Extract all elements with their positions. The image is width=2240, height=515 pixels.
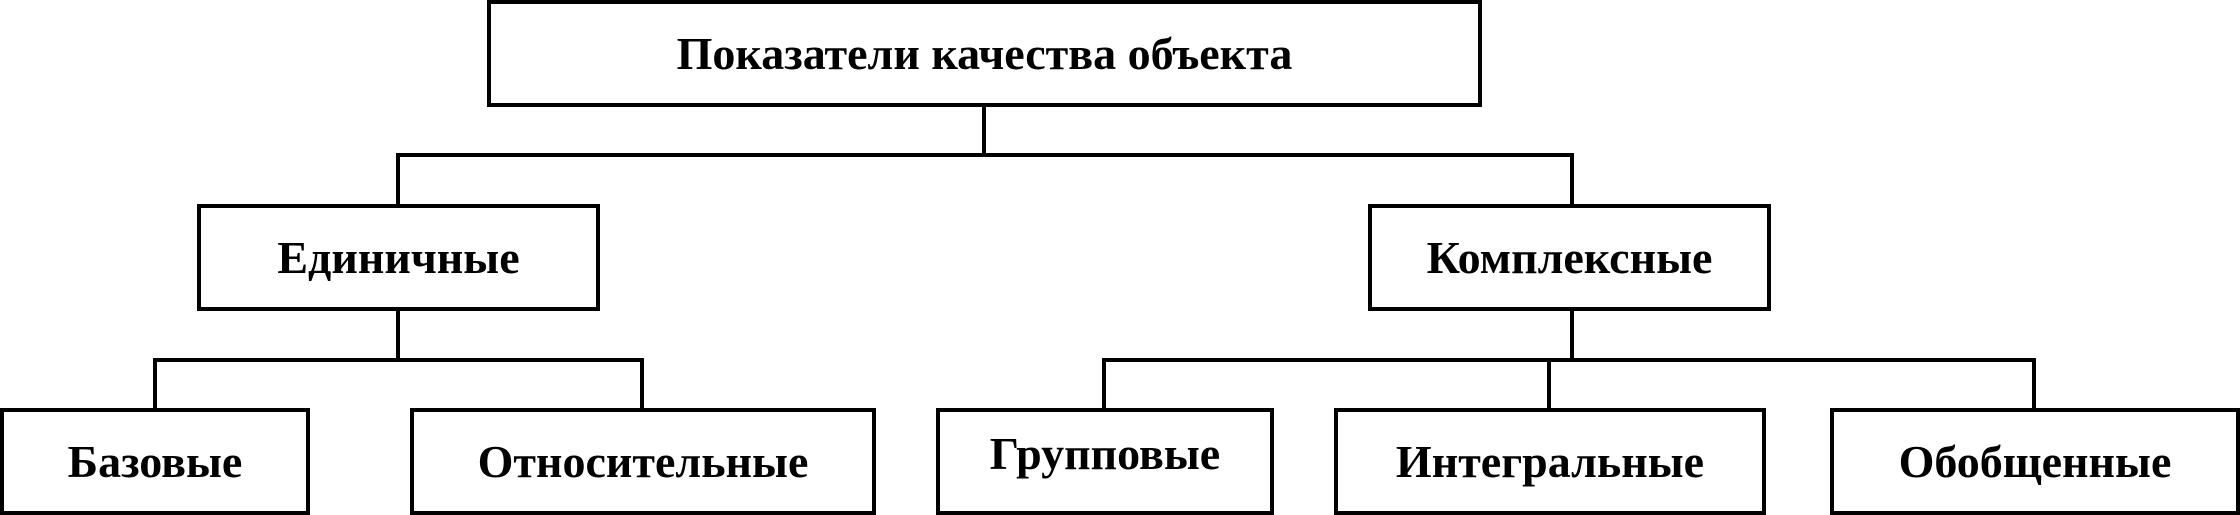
connector-to-single — [396, 153, 400, 206]
base-node-label: Базовые — [67, 436, 243, 487]
connector-to-relative — [640, 358, 644, 410]
connector-complex-down — [1570, 308, 1574, 360]
single-node: Единичные — [197, 204, 600, 311]
generalized-node: Обобщенные — [1830, 408, 2240, 515]
group-node: Групповые — [936, 408, 1274, 515]
connector-to-group — [1102, 358, 1106, 410]
connector-to-base — [153, 358, 157, 410]
connector-to-integral — [1547, 358, 1551, 410]
root-node: Показатели качества объекта — [487, 0, 1482, 107]
base-node: Базовые — [0, 408, 310, 515]
connector-to-generalized — [2032, 358, 2036, 410]
complex-node-label: Комплексные — [1426, 232, 1713, 283]
relative-node-label: Относительные — [477, 436, 809, 487]
complex-node: Комплексные — [1368, 204, 1771, 311]
connector-to-complex — [1570, 153, 1574, 206]
connector-single-down — [396, 308, 400, 360]
single-node-label: Единичные — [277, 232, 520, 283]
connector-single-bar — [153, 358, 644, 362]
relative-node: Относительные — [410, 408, 876, 515]
root-node-label: Показатели качества объекта — [676, 28, 1293, 79]
integral-node: Интегральные — [1334, 408, 1766, 515]
generalized-node-label: Обобщенные — [1898, 436, 2172, 487]
connector-complex-bar — [1102, 358, 2036, 362]
connector-root-down — [982, 104, 986, 154]
integral-node-label: Интегральные — [1395, 436, 1705, 487]
connector-level1-bar — [396, 153, 1574, 157]
group-node-label: Групповые — [989, 428, 1221, 479]
